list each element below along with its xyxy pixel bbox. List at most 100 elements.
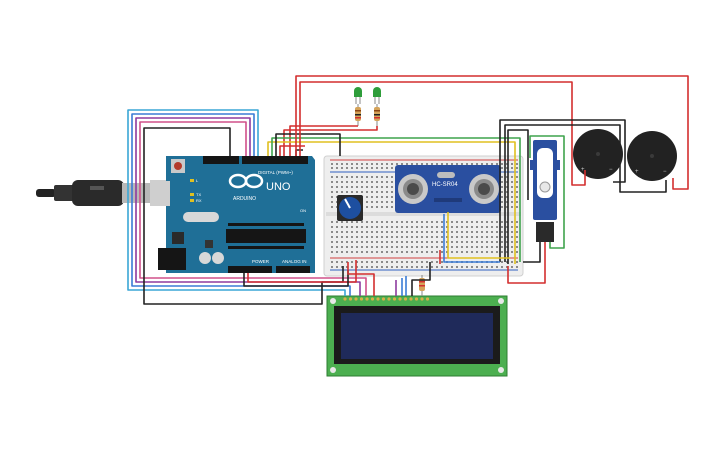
resistor-1[interactable]	[355, 104, 361, 126]
breadboard-hole	[511, 226, 513, 228]
breadboard-hole	[341, 231, 343, 233]
breadboard-hole	[461, 241, 463, 243]
breadboard-hole	[366, 221, 368, 223]
lcd-module[interactable]	[326, 295, 508, 377]
breadboard-hole	[381, 241, 383, 243]
buzzer-1-plus: +	[581, 167, 585, 173]
breadboard-hole	[386, 241, 388, 243]
breadboard-hole	[381, 206, 383, 208]
breadboard-hole	[331, 266, 333, 268]
breadboard-hole	[501, 191, 503, 193]
breadboard-hole	[431, 163, 433, 165]
breadboard-hole	[376, 163, 378, 165]
breadboard-hole	[351, 231, 353, 233]
led-2[interactable]	[373, 87, 381, 104]
breadboard-hole	[406, 251, 408, 253]
breadboard-hole	[371, 181, 373, 183]
wire-red-buzzer-1	[299, 81, 586, 186]
breadboard-hole	[361, 181, 363, 183]
breadboard-hole	[496, 231, 498, 233]
breadboard-hole	[396, 163, 398, 165]
breadboard-hole	[431, 231, 433, 233]
breadboard-hole	[396, 231, 398, 233]
breadboard-hole	[511, 206, 513, 208]
resistor-2[interactable]	[374, 104, 380, 126]
wires[interactable]	[127, 75, 689, 305]
breadboard-hole	[411, 163, 413, 165]
ultrasonic-sensor[interactable]: HC-SR04	[395, 165, 501, 213]
breadboard-hole	[496, 266, 498, 268]
breadboard-hole	[331, 191, 333, 193]
breadboard-hole	[441, 241, 443, 243]
lcd-pin	[359, 297, 364, 301]
lcd-pin	[414, 297, 419, 301]
breadboard-hole	[341, 221, 343, 223]
breadboard-hole	[371, 186, 373, 188]
potentiometer[interactable]	[337, 195, 363, 221]
breadboard-hole	[426, 221, 428, 223]
breadboard-hole	[511, 261, 513, 263]
usb-cable[interactable]	[36, 180, 168, 206]
breadboard-hole	[366, 167, 368, 169]
wire-black-buzzer-1	[499, 119, 626, 262]
breadboard-hole	[441, 231, 443, 233]
breadboard-hole	[356, 236, 358, 238]
breadboard-hole	[441, 266, 443, 268]
breadboard-hole	[391, 186, 393, 188]
breadboard-hole	[366, 226, 368, 228]
led-1[interactable]	[354, 87, 362, 104]
breadboard-hole	[381, 231, 383, 233]
breadboard-hole	[466, 236, 468, 238]
breadboard-hole	[491, 246, 493, 248]
breadboard-hole	[461, 236, 463, 238]
breadboard-hole	[516, 201, 518, 203]
breadboard-hole	[516, 196, 518, 198]
breadboard-hole	[386, 236, 388, 238]
wire-pink-left	[139, 121, 367, 296]
breadboard-hole	[376, 261, 378, 263]
breadboard-hole	[516, 261, 518, 263]
breadboard-hole	[501, 163, 503, 165]
breadboard-hole	[481, 226, 483, 228]
breadboard-hole	[331, 221, 333, 223]
capacitor-1	[199, 252, 211, 264]
breadboard-hole	[466, 246, 468, 248]
breadboard-hole	[346, 176, 348, 178]
breadboard-hole	[391, 226, 393, 228]
breadboard-hole	[421, 246, 423, 248]
breadboard-hole	[481, 251, 483, 253]
capacitor-2	[212, 252, 224, 264]
breadboard-hole	[441, 261, 443, 263]
breadboard-hole	[411, 221, 413, 223]
usb-jack	[152, 181, 170, 206]
breadboard-hole	[336, 261, 338, 263]
breadboard-hole	[366, 231, 368, 233]
breadboard-hole	[451, 246, 453, 248]
arduino-board[interactable]: UNO ARDUINO DIGITAL (PWM~) POWER ANALOG …	[152, 156, 315, 273]
breadboard-hole	[381, 221, 383, 223]
servo-motor[interactable]	[530, 140, 560, 242]
resistor-3[interactable]	[419, 275, 425, 296]
breadboard-hole	[501, 201, 503, 203]
wire-blue-sensor-bb	[443, 214, 500, 263]
breadboard-hole	[466, 241, 468, 243]
breadboard-hole	[351, 163, 353, 165]
breadboard-hole	[361, 261, 363, 263]
breadboard-hole	[386, 231, 388, 233]
breadboard-hole	[396, 246, 398, 248]
breadboard-hole	[391, 167, 393, 169]
buzzer-1[interactable]: + −	[573, 129, 623, 179]
breadboard-hole	[351, 241, 353, 243]
breadboard-hole	[436, 266, 438, 268]
breadboard-hole	[506, 163, 508, 165]
buzzer-2[interactable]: + −	[627, 131, 677, 181]
breadboard-hole	[341, 261, 343, 263]
breadboard-hole	[461, 266, 463, 268]
breadboard-hole	[386, 167, 388, 169]
breadboard-hole	[401, 266, 403, 268]
digital-label: DIGITAL (PWM~)	[258, 170, 293, 175]
breadboard-hole	[516, 266, 518, 268]
breadboard-hole	[426, 231, 428, 233]
breadboard-hole	[341, 226, 343, 228]
breadboard-hole	[341, 241, 343, 243]
